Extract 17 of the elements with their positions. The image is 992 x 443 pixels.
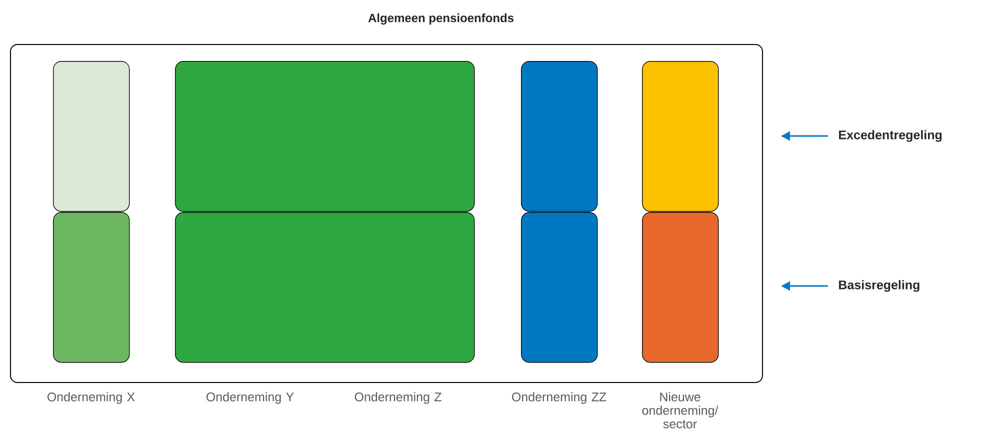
scheme-block bbox=[521, 61, 598, 212]
column-label: Onderneming Y bbox=[206, 392, 294, 404]
scheme-block bbox=[521, 212, 598, 363]
scheme-block bbox=[53, 61, 130, 212]
outer-frame bbox=[10, 44, 763, 383]
column-label: Onderneming X bbox=[48, 392, 135, 404]
side-label: Basisregeling bbox=[839, 280, 920, 292]
scheme-block bbox=[175, 212, 475, 363]
scheme-block bbox=[175, 61, 475, 212]
side-label: Excedentregeling bbox=[839, 130, 942, 142]
column-label: Nieuwe onderneming/ sector bbox=[642, 392, 718, 428]
column-label: Onderneming ZZ bbox=[512, 392, 606, 404]
diagram-title: Algemeen pensioenfonds bbox=[368, 13, 514, 25]
scheme-block bbox=[642, 212, 719, 363]
scheme-block bbox=[53, 212, 130, 363]
column-label: Onderneming Z bbox=[354, 392, 442, 404]
scheme-block bbox=[642, 61, 719, 212]
